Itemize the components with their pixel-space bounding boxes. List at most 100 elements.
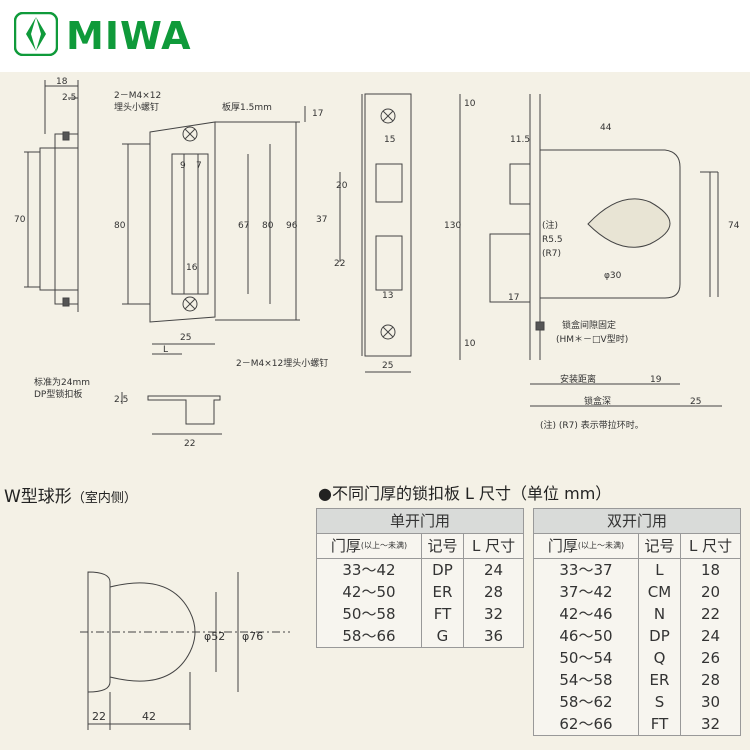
r-note: (R7) xyxy=(542,249,561,259)
size-cell: 22 xyxy=(680,603,741,625)
lock-case-side-view xyxy=(459,94,722,407)
dim-label: 17 xyxy=(508,293,519,303)
r-note: (注) xyxy=(542,219,558,231)
plate-thickness-label: 板厚1.5mm xyxy=(222,101,272,113)
thickness-cell: 42～46 xyxy=(559,605,613,623)
dim-label: 70 xyxy=(14,215,26,225)
thickness-cell: 50～54 xyxy=(559,649,613,667)
dp-strike-detail xyxy=(121,392,222,435)
thickness-cell: 33～37 xyxy=(559,561,613,579)
dim-label: φ52 xyxy=(204,630,225,643)
thickness-cell: 50～58 xyxy=(342,605,396,623)
code-cell: FT xyxy=(637,713,681,736)
size-cell: 30 xyxy=(680,691,741,713)
code-header: 记号 xyxy=(420,533,464,559)
dim-label: φ76 xyxy=(242,630,263,643)
thickness-cell: 42～50 xyxy=(342,583,396,601)
gap-note: 锁盒间隙固定 xyxy=(562,319,616,331)
dim-label: 74 xyxy=(728,221,740,231)
dim-label: 19 xyxy=(650,375,662,385)
thickness-header: 门厚(以上～未满) xyxy=(316,533,422,559)
size-cell: 20 xyxy=(680,581,741,603)
dim-label: 2.5 xyxy=(62,93,76,103)
r-note: R5.5 xyxy=(542,235,563,245)
thickness-cell: 58～62 xyxy=(559,693,613,711)
miwa-logo-icon xyxy=(14,12,58,56)
install-distance-label: 安装距离 xyxy=(560,373,596,385)
size-cell: 28 xyxy=(463,581,524,603)
code-cell: FT xyxy=(420,603,464,625)
dim-label: 80 xyxy=(114,221,126,231)
screw-label: 2－M4×12 xyxy=(114,91,161,101)
case-depth-label: 锁盒深 xyxy=(584,395,611,407)
gap-note: (HM＊－□V型时) xyxy=(556,333,628,345)
dim-label: 15 xyxy=(384,135,395,145)
thickness-cell: 62～66 xyxy=(559,715,613,733)
section-title-main: W型球形 xyxy=(4,487,72,507)
dim-label: 80 xyxy=(262,221,274,231)
strike-front-view xyxy=(122,106,306,355)
code-cell: ER xyxy=(637,669,681,691)
thickness-cell: 33～42 xyxy=(342,561,396,579)
thickness-cell: 58～66 xyxy=(342,627,396,645)
dim-label: 42 xyxy=(142,710,156,723)
section-title-sub: （室内侧） xyxy=(71,491,137,506)
code-cell: L xyxy=(637,558,681,581)
dim-label: 11.5 xyxy=(510,135,530,145)
dim-label: 130 xyxy=(444,221,461,231)
dim-label: 16 xyxy=(186,263,198,273)
code-cell: ER xyxy=(420,581,464,603)
dim-label: 22 xyxy=(334,259,345,269)
brand-name: MIWA xyxy=(66,14,192,58)
screw-label: 2－M4×12埋头小螺钉 xyxy=(236,358,328,369)
header: MIWA xyxy=(0,0,750,72)
dim-label: 96 xyxy=(286,221,298,231)
dim-label: 10 xyxy=(464,99,476,109)
dim-label: φ30 xyxy=(604,271,622,281)
size-cell: 24 xyxy=(463,558,524,581)
screw-label: 埋头小螺钉 xyxy=(114,102,159,113)
size-header: L 尺寸 xyxy=(680,533,741,559)
dim-label: 25 xyxy=(690,397,701,407)
footnote: (注) (R7) 表示带拉环时。 xyxy=(540,419,644,431)
dim-label: 20 xyxy=(336,181,348,191)
code-cell: N xyxy=(637,603,681,625)
dim-label: 67 xyxy=(238,221,249,231)
dim-label: 13 xyxy=(382,291,393,301)
section-title: W型球形（室内侧） xyxy=(4,482,137,507)
size-cell: 26 xyxy=(680,647,741,669)
code-cell: DP xyxy=(420,558,464,581)
code-header: 记号 xyxy=(637,533,681,559)
size-cell: 36 xyxy=(463,625,524,648)
technical-drawing: 18 2.5 70 2－M4×12 埋头小螺钉 板厚1.5mm 17 9 7 8… xyxy=(14,77,740,449)
code-cell: Q xyxy=(637,647,681,669)
thickness-header: 门厚(以上～未满) xyxy=(533,533,639,559)
dim-label: 22 xyxy=(184,439,195,449)
code-cell: S xyxy=(637,691,681,713)
double-door-title: 双开门用 xyxy=(533,508,741,534)
drawing-canvas: 18 2.5 70 2－M4×12 埋头小螺钉 板厚1.5mm 17 9 7 8… xyxy=(0,72,750,750)
size-cell: 32 xyxy=(680,713,741,736)
size-cell: 28 xyxy=(680,669,741,691)
code-cell: DP xyxy=(637,625,681,647)
dim-label: 37 xyxy=(316,215,327,225)
size-cell: 24 xyxy=(680,625,741,647)
dim-label: 18 xyxy=(56,77,68,87)
thickness-cell: 46～50 xyxy=(559,627,613,645)
thickness-cell: 54～58 xyxy=(559,671,613,689)
strike-side-view xyxy=(24,80,79,312)
